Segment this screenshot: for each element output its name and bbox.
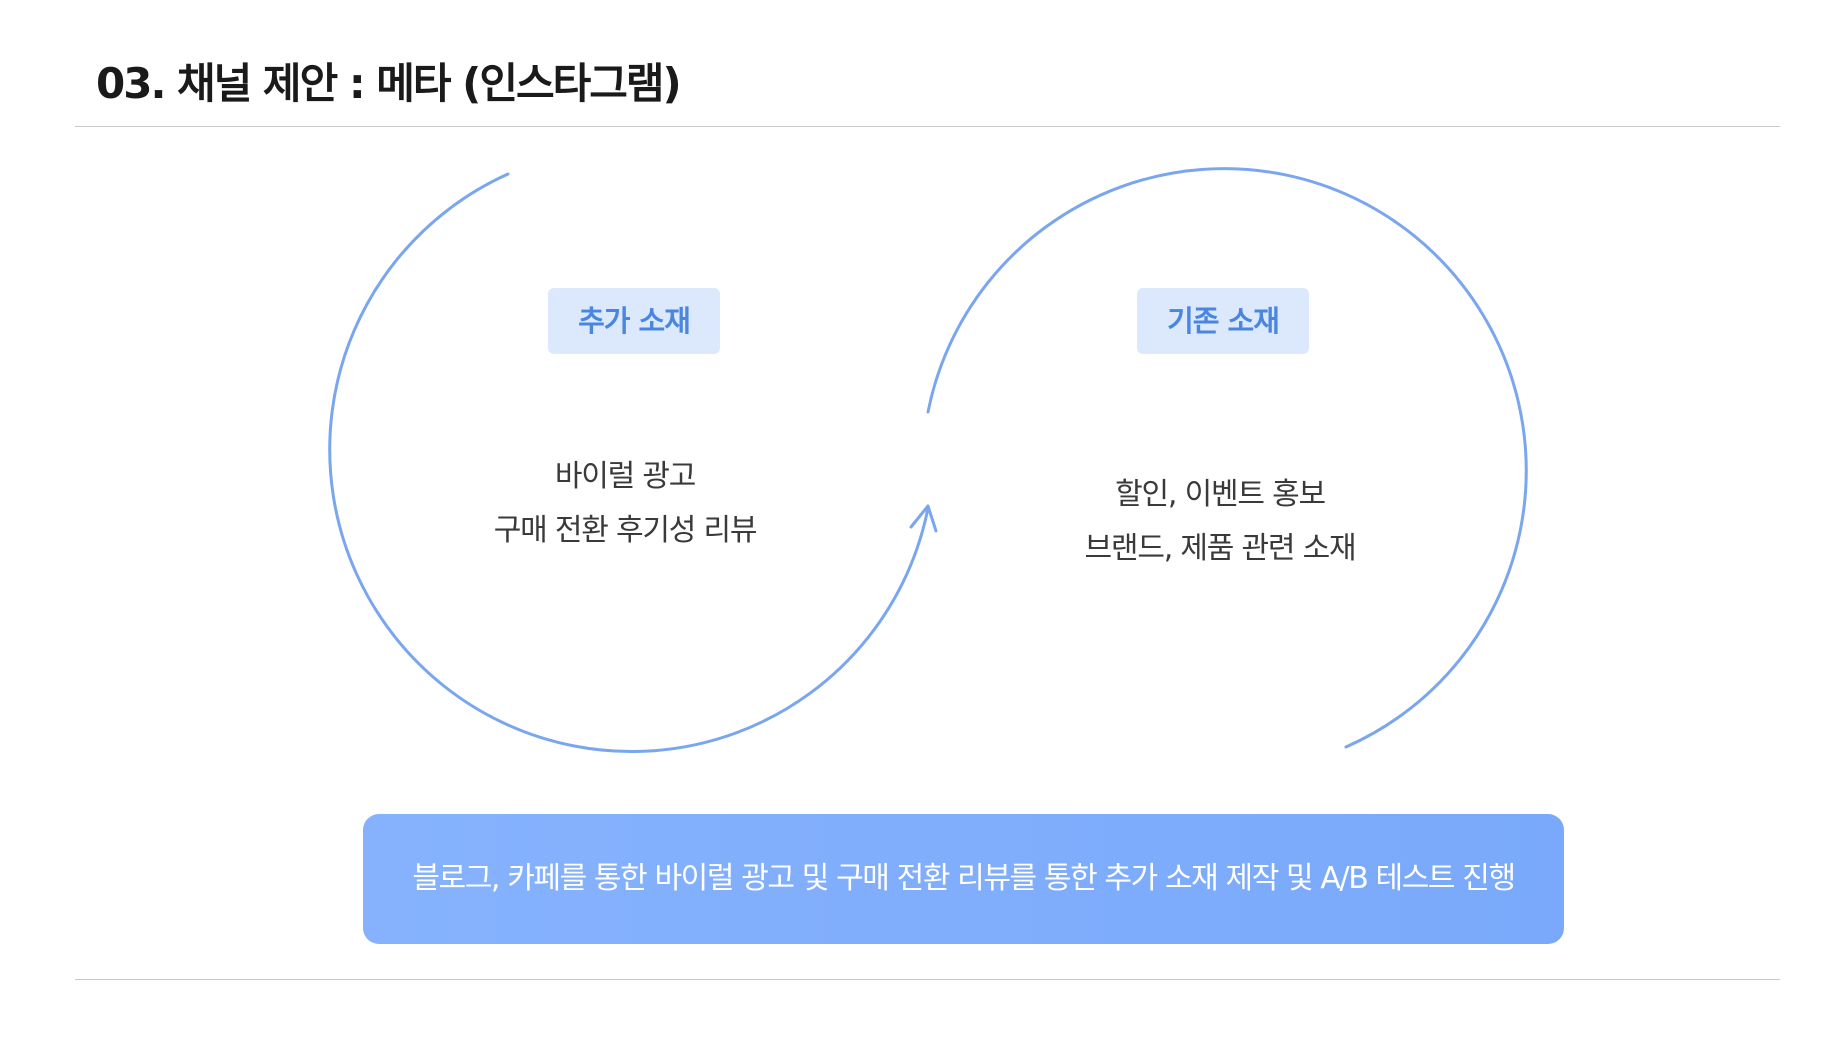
page-title: 03. 채널 제안 : 메타 (인스타그램) — [96, 59, 682, 108]
tag-additional-creative: 추가 소재 — [548, 288, 720, 354]
summary-banner: 블로그, 카페를 통한 바이럴 광고 및 구매 전환 리뷰를 통한 추가 소재 … — [363, 814, 1564, 944]
right-cycle-arc — [926, 167, 1528, 749]
tag-existing-creative: 기존 소재 — [1137, 288, 1309, 354]
top-divider — [75, 126, 1780, 127]
cycle-arrowhead-icon — [909, 504, 938, 533]
right-cycle-description: 할인, 이벤트 홍보 브랜드, 제품 관련 소재 — [1020, 468, 1420, 576]
left-cycle-line-1: 바이럴 광고 — [554, 459, 697, 494]
left-cycle-line-2: 구매 전환 후기성 리뷰 — [493, 513, 758, 548]
left-cycle-description: 바이럴 광고 구매 전환 후기성 리뷰 — [425, 450, 825, 558]
bottom-divider — [75, 979, 1780, 980]
right-cycle-line-2: 브랜드, 제품 관련 소재 — [1084, 531, 1357, 566]
right-cycle-line-1: 할인, 이벤트 홍보 — [1115, 477, 1326, 512]
left-cycle-arc — [328, 172, 930, 753]
